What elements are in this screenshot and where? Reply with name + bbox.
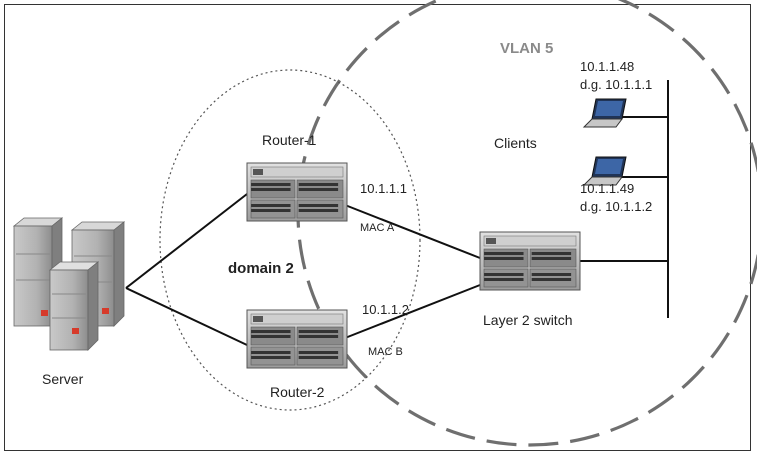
link-router2-switch: [344, 284, 481, 339]
server-label: Server: [42, 371, 84, 387]
router2-mac: MAC B: [368, 346, 403, 358]
router2-ip: 10.1.1.2: [362, 302, 409, 317]
client2-ip: 10.1.1.49: [580, 181, 635, 196]
server-icon[interactable]: [12, 217, 126, 351]
domain-boundary: [159, 69, 421, 411]
router1-mac: MAC A: [360, 222, 395, 234]
client2-gateway: d.g. 10.1.1.2: [580, 199, 653, 214]
client1-gateway: d.g. 10.1.1.1: [580, 77, 653, 92]
diagram-frame: [4, 4, 751, 451]
links: [125, 80, 669, 346]
router2-label: Router-2: [270, 384, 325, 400]
switch-label: Layer 2 switch: [483, 312, 573, 328]
vlan-label: VLAN 5: [500, 40, 554, 57]
laptop-icon[interactable]: [583, 98, 627, 128]
router-icon[interactable]: [247, 163, 347, 221]
link-server-router2: [125, 287, 248, 346]
link-server-router1: [125, 193, 248, 289]
client1-ip: 10.1.1.48: [580, 59, 635, 74]
router1-label: Router-1: [262, 132, 317, 148]
clients-label: Clients: [494, 135, 537, 151]
link-router1-switch: [344, 204, 481, 259]
router1-ip: 10.1.1.1: [360, 181, 407, 196]
domain-label: domain 2: [228, 260, 294, 277]
router-icon[interactable]: [247, 310, 347, 368]
switch-icon[interactable]: [480, 232, 580, 290]
